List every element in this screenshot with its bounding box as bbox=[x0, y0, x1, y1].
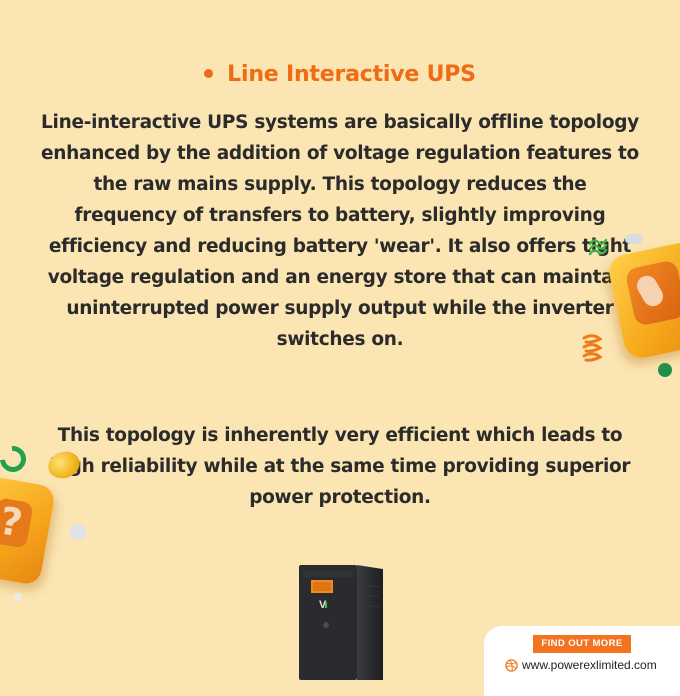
paragraph-description: Line-interactive UPS systems are basical… bbox=[41, 112, 639, 350]
bullet-icon bbox=[204, 68, 214, 78]
website-text: www.powerexlimited.com bbox=[522, 658, 657, 672]
pill-decoration bbox=[625, 234, 643, 244]
heading-text: Line Interactive UPS bbox=[227, 62, 476, 87]
website-link[interactable]: www.powerexlimited.com bbox=[505, 657, 657, 673]
find-out-more-button[interactable]: FIND OUT MORE bbox=[533, 635, 631, 653]
ups-device-image: V bbox=[299, 565, 383, 680]
green-ring-decoration bbox=[0, 440, 32, 478]
green-spring-icon bbox=[588, 238, 608, 256]
green-dot-decoration bbox=[658, 363, 672, 377]
paragraph-efficiency: This topology is inherently very efficie… bbox=[49, 425, 631, 508]
orange-spring-icon bbox=[582, 334, 603, 362]
gray-dot-decoration bbox=[67, 521, 89, 543]
section-heading: Line Interactive UPS bbox=[0, 62, 680, 87]
svg-text:V: V bbox=[319, 599, 327, 611]
small-dot-decoration bbox=[14, 593, 22, 601]
dribbble-globe-icon bbox=[505, 658, 518, 672]
